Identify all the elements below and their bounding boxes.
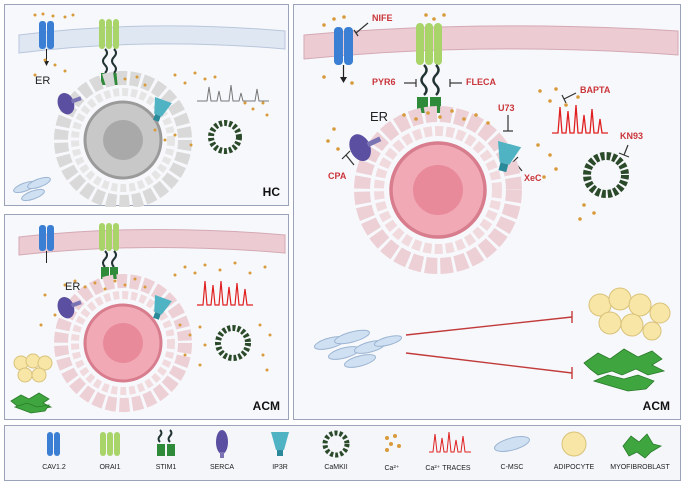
- calcium-trace-icon: [552, 104, 608, 134]
- legend-item-stim: STIM1: [131, 426, 201, 482]
- legend-item-camkii: CaMKII: [301, 426, 371, 482]
- acm-main-panel: NIFE PYR6 FLECA BAPTA U73 KN93 CPA XeC E…: [293, 4, 681, 420]
- bapta-label: BAPTA: [580, 85, 611, 95]
- legend-item-traces: Ca²⁺ TRACES: [413, 426, 483, 482]
- acm-small-illustration: [10, 223, 286, 414]
- legend-label: ORAI1: [99, 464, 121, 471]
- legend-item-cav: CAV1.2: [19, 426, 89, 482]
- myofibroblast-icon: [10, 392, 53, 414]
- serca-icon: [216, 430, 228, 458]
- nucleus: [389, 141, 487, 239]
- legend-item-adipocyte: ADIPOCYTE: [539, 426, 609, 482]
- er-label: ER: [65, 281, 81, 293]
- legend-item-orai: ORAI1: [75, 426, 145, 482]
- camkii-icon: [322, 430, 350, 458]
- legend-label: C-MSC: [500, 464, 524, 471]
- calcium-trace-icon: [429, 431, 471, 453]
- acm-small-panel: ER ACM: [4, 214, 289, 420]
- nucleus: [83, 303, 163, 383]
- adipocyte-icon: [588, 287, 671, 341]
- stim-icon: [101, 250, 118, 279]
- nife-label: NIFE: [372, 13, 393, 23]
- camkii-icon: [215, 325, 251, 361]
- ip3r-icon: [153, 295, 172, 320]
- calcium-dots: [33, 12, 269, 147]
- hc-illustration: [13, 12, 286, 207]
- cav-channel-icon: [334, 27, 353, 83]
- cpa-label: CPA: [328, 171, 347, 181]
- acm-main-illustration: [303, 13, 679, 392]
- er-label: ER: [370, 109, 389, 124]
- orai-channel-icon: [99, 223, 119, 251]
- nife-inhibitor-line: [353, 22, 369, 37]
- u73-label: U73: [498, 103, 515, 113]
- xec-label: XeC: [524, 173, 542, 183]
- legend-label: SERCA: [209, 464, 235, 471]
- legend-item-serca: SERCA: [187, 426, 257, 482]
- endoplasmic-reticulum: [354, 106, 522, 274]
- orai-channel-icon: [99, 19, 119, 49]
- endoplasmic-reticulum: [54, 274, 192, 412]
- differentiation-inhibition-arrows: [405, 311, 573, 379]
- legend-label: ADIPOCYTE: [553, 464, 595, 471]
- hc-panel: ER HC: [4, 4, 289, 207]
- calcium-dots: [39, 261, 272, 372]
- ip3r-icon: [153, 97, 172, 122]
- stim-icon: [157, 429, 175, 456]
- cav-channel-icon: [39, 21, 54, 66]
- fleca-label: FLECA: [466, 77, 496, 87]
- legend-label: IP3R: [272, 464, 288, 471]
- endoplasmic-reticulum: [54, 71, 192, 207]
- nucleus: [83, 100, 163, 180]
- legend-label: CaMKII: [324, 464, 348, 471]
- orai-channel-icon: [100, 432, 120, 456]
- cmsc-cell-icon: [13, 176, 51, 202]
- cav-channel-icon: [47, 432, 60, 456]
- ip3r-icon: [498, 141, 522, 173]
- calcium-dots: [322, 13, 596, 221]
- adipocyte-icon: [13, 353, 53, 383]
- cav-channel-icon: [39, 225, 54, 263]
- stim-icon: [417, 64, 441, 113]
- camkii-icon: [208, 120, 242, 154]
- er-label: ER: [35, 75, 51, 87]
- legend-item-cmsc: C-MSC: [477, 426, 547, 482]
- orai-channel-icon: [416, 23, 442, 65]
- legend-label: CAV1.2: [42, 464, 66, 471]
- myofibroblast-icon: [583, 348, 666, 392]
- legend: CAV1.2 ORAI1 STIM1 SERCA IP3R CaMKII Ca²…: [4, 425, 681, 481]
- ip3r-icon: [271, 432, 289, 456]
- plasma-membrane: [303, 25, 679, 60]
- serca-icon: [57, 92, 82, 115]
- calcium-trace-icon: [197, 280, 253, 306]
- calcium-dots-icon: [385, 434, 401, 452]
- legend-item-ip3r: IP3R: [245, 426, 315, 482]
- legend-item-calcium: Ca²⁺: [357, 426, 427, 482]
- legend-label: Ca²⁺ TRACES: [425, 465, 471, 472]
- plasma-membrane: [18, 25, 286, 54]
- legend-label: Ca²⁺: [384, 465, 400, 472]
- myofibroblast-icon: [622, 433, 663, 459]
- acm-main-panel-label: ACM: [642, 399, 670, 413]
- adipocyte-icon: [561, 431, 587, 457]
- cmsc-cell-icon: [313, 329, 403, 368]
- camkii-icon: [583, 152, 629, 198]
- hc-panel-label: HC: [262, 185, 280, 199]
- legend-label: STIM1: [155, 464, 177, 471]
- cmsc-cell-icon: [494, 436, 530, 452]
- calcium-trace-icon: [197, 84, 269, 102]
- legend-label: MYOFIBROBLAST: [610, 464, 670, 471]
- legend-item-myofibroblast: MYOFIBROBLAST: [605, 426, 675, 482]
- serca-icon: [349, 134, 382, 162]
- serca-icon: [57, 296, 82, 319]
- plasma-membrane: [18, 228, 286, 256]
- kn93-label: KN93: [620, 131, 644, 141]
- pyr6-label: PYR6: [372, 77, 396, 87]
- acm-small-panel-label: ACM: [252, 399, 280, 413]
